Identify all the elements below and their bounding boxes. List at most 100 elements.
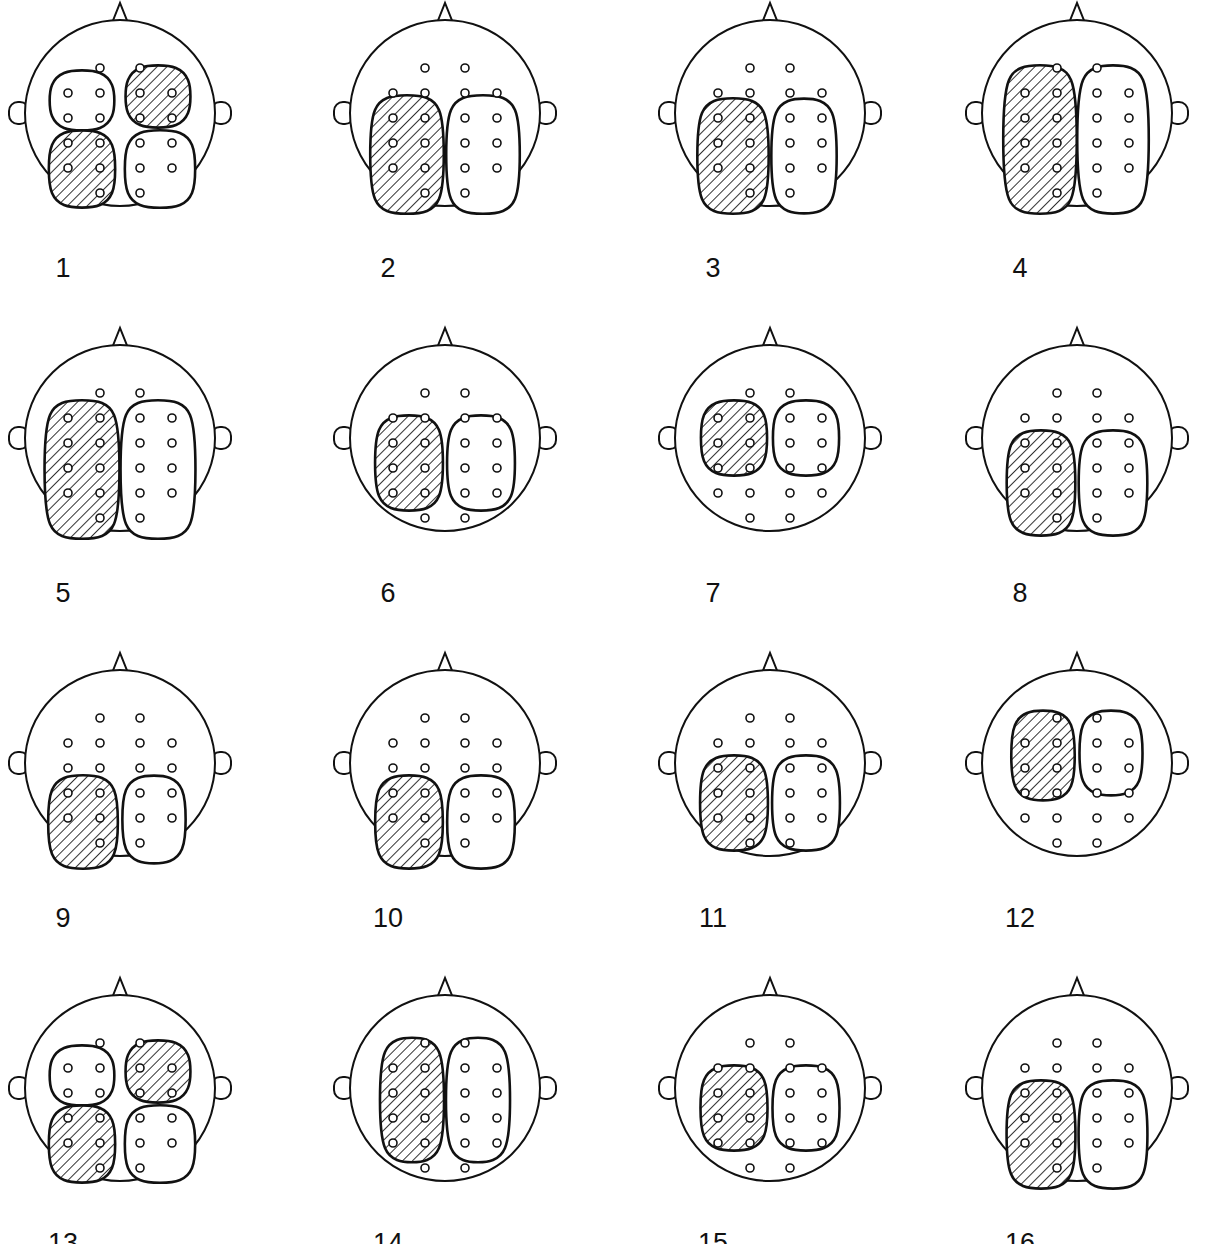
- electrode: [1053, 89, 1061, 97]
- figure-number: 1: [55, 255, 70, 282]
- electrode: [64, 114, 72, 122]
- electrode: [168, 789, 176, 797]
- electrode: [1125, 439, 1133, 447]
- head-map: [966, 653, 1188, 856]
- electrode: [96, 464, 104, 472]
- head-map: [9, 978, 231, 1183]
- electrode: [1021, 464, 1029, 472]
- electrode: [714, 739, 722, 747]
- electrode: [1093, 1039, 1101, 1047]
- open-region: [447, 775, 515, 868]
- electrode: [786, 464, 794, 472]
- electrode: [421, 764, 429, 772]
- electrode: [1093, 714, 1101, 722]
- electrode: [746, 1089, 754, 1097]
- figure-number: 11: [699, 905, 727, 932]
- hatched-region: [48, 775, 118, 868]
- electrode: [461, 164, 469, 172]
- electrode: [1125, 139, 1133, 147]
- electrode: [746, 714, 754, 722]
- electrode: [1125, 89, 1133, 97]
- open-region: [125, 130, 195, 208]
- electrode: [1053, 139, 1061, 147]
- electrode: [746, 489, 754, 497]
- head-outline: [350, 995, 540, 1181]
- electrode: [64, 1114, 72, 1122]
- electrode: [461, 114, 469, 122]
- head-map: [659, 328, 881, 531]
- electrode: [1053, 714, 1061, 722]
- electrode: [64, 89, 72, 97]
- electrode: [1093, 1064, 1101, 1072]
- electrode: [786, 1064, 794, 1072]
- electrode: [168, 114, 176, 122]
- electrode: [746, 1164, 754, 1172]
- head-map: [9, 3, 231, 208]
- electrode: [746, 414, 754, 422]
- electrode: [389, 789, 397, 797]
- electrode: [714, 489, 722, 497]
- open-region: [125, 1105, 195, 1183]
- hatched-region: [1007, 430, 1076, 535]
- electrode: [421, 1039, 429, 1047]
- hatched-region: [1011, 711, 1074, 801]
- electrode: [818, 1089, 826, 1097]
- electrode: [746, 1039, 754, 1047]
- electrode: [64, 1089, 72, 1097]
- electrode: [64, 464, 72, 472]
- open-region: [773, 400, 839, 475]
- figure-number: 14: [373, 1230, 403, 1244]
- electrode: [786, 1039, 794, 1047]
- electrode: [1093, 64, 1101, 72]
- electrode: [786, 89, 794, 97]
- electrode: [818, 439, 826, 447]
- electrode: [786, 1164, 794, 1172]
- electrode: [1021, 89, 1029, 97]
- electrode: [493, 739, 501, 747]
- electrode: [389, 739, 397, 747]
- head-outline: [675, 345, 865, 531]
- electrode: [1053, 1089, 1061, 1097]
- electrode: [1093, 489, 1101, 497]
- figure-number: 15: [698, 1230, 728, 1244]
- electrode: [786, 389, 794, 397]
- open-region: [1077, 65, 1149, 213]
- hatched-region: [380, 1038, 444, 1163]
- electrode: [493, 464, 501, 472]
- open-region: [447, 415, 515, 510]
- electrode: [1021, 764, 1029, 772]
- electrode: [1125, 464, 1133, 472]
- electrode: [421, 789, 429, 797]
- electrode: [168, 164, 176, 172]
- electrode: [136, 1164, 144, 1172]
- electrode: [96, 489, 104, 497]
- electrode: [461, 414, 469, 422]
- figure-number: 7: [705, 580, 720, 607]
- head-map: [334, 328, 556, 531]
- electrode: [714, 1064, 722, 1072]
- electrode: [818, 414, 826, 422]
- electrode: [168, 139, 176, 147]
- electrode: [1125, 1139, 1133, 1147]
- electrode: [461, 439, 469, 447]
- electrode: [136, 1039, 144, 1047]
- electrode: [1125, 114, 1133, 122]
- electrode: [786, 139, 794, 147]
- electrode: [1053, 114, 1061, 122]
- electrode: [818, 764, 826, 772]
- electrode: [389, 89, 397, 97]
- electrode: [493, 489, 501, 497]
- electrode: [1053, 64, 1061, 72]
- electrode: [1021, 114, 1029, 122]
- electrode: [136, 1114, 144, 1122]
- electrode: [461, 139, 469, 147]
- electrode: [136, 414, 144, 422]
- electrode: [136, 1064, 144, 1072]
- hatched-region: [370, 95, 444, 214]
- electrode: [746, 839, 754, 847]
- electrode: [746, 89, 754, 97]
- figure-number: 4: [1012, 255, 1027, 282]
- hatched-region: [701, 400, 767, 475]
- open-region: [771, 99, 836, 214]
